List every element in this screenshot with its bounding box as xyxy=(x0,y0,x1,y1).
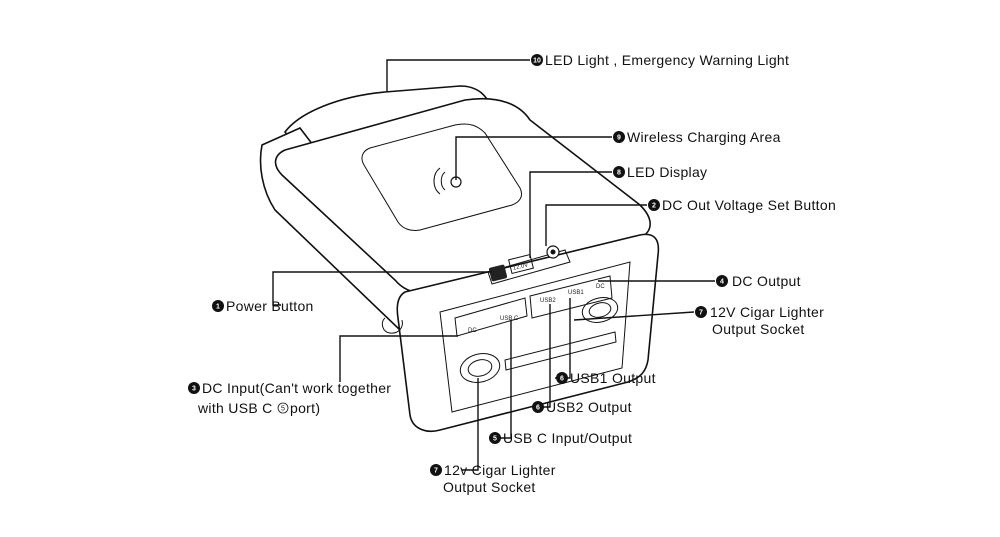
circled-number-icon xyxy=(277,402,289,414)
usb1-port-label: USB1 xyxy=(568,290,584,296)
callout-label: 12v Cigar Lighter xyxy=(444,462,556,478)
callout-number: 6 xyxy=(536,405,540,412)
callout-label: DC Out Voltage Set Button xyxy=(662,197,836,213)
circled-number: 5 xyxy=(281,406,285,413)
callout-label: 12V Cigar Lighter xyxy=(710,304,824,320)
callout-dc-input: 3 DC Input(Can't work together with USB … xyxy=(188,380,391,416)
callout-number: 7 xyxy=(699,310,703,317)
usb2-port-label: USB2 xyxy=(540,298,556,304)
callout-number: 9 xyxy=(617,135,621,142)
callout-power: 1 Power Button xyxy=(212,298,314,314)
cigar-socket-left xyxy=(459,353,501,383)
callout-label: Output Socket xyxy=(712,321,805,337)
callout-dc-output: 4 DC Output xyxy=(716,273,801,289)
callout-label: DC Output xyxy=(732,273,801,289)
usbc-port-label: USB C xyxy=(500,316,519,322)
power-button-drawing xyxy=(488,264,508,282)
callout-number: 2 xyxy=(652,203,656,210)
callout-number: 3 xyxy=(192,386,196,393)
callout-usb2: 6 USB2 Output xyxy=(532,399,632,415)
callout-number: 4 xyxy=(720,279,724,286)
callout-label: Power Button xyxy=(226,298,314,314)
callout-number: 10 xyxy=(533,58,541,65)
callout-dc-set: 2 DC Out Voltage Set Button xyxy=(648,197,836,213)
callout-usb1: 6 USB1 Output xyxy=(556,370,656,386)
callout-label: USB1 Output xyxy=(570,370,656,386)
callout-cigar-left: 7 12v Cigar Lighter Output Socket xyxy=(430,462,556,495)
callout-number: 8 xyxy=(617,170,621,177)
callout-label: LED Light , Emergency Warning Light xyxy=(545,52,789,68)
callout-led-light: 10 LED Light , Emergency Warning Light xyxy=(531,52,789,68)
wireless-pad xyxy=(361,123,523,231)
callout-label: USB C Input/Output xyxy=(503,430,632,446)
callout-label: USB2 Output xyxy=(546,399,632,415)
dc-out-port-label: DC xyxy=(596,284,605,290)
cigar-socket-right xyxy=(581,297,619,323)
callout-number: 7 xyxy=(434,468,438,475)
callout-number: 6 xyxy=(560,376,564,383)
callout-label: Wireless Charging Area xyxy=(627,129,781,145)
dc-set-button-drawing xyxy=(546,245,560,259)
callout-usbc: 5 USB C Input/Output xyxy=(489,430,632,446)
callout-led-display: 8 LED Display xyxy=(613,164,707,180)
led-display-screen: 12.0V xyxy=(508,253,534,275)
wireless-charging-icon xyxy=(433,167,462,195)
callout-label: port) xyxy=(290,400,320,416)
callout-label: Output Socket xyxy=(443,479,536,495)
callout-label: LED Display xyxy=(627,164,707,180)
dc-in-port-label: DC xyxy=(468,328,477,334)
callout-cigar-right: 7 12V Cigar Lighter Output Socket xyxy=(695,304,824,337)
display-value: 12.0V xyxy=(512,262,529,272)
callout-number: 5 xyxy=(493,436,497,443)
callout-label: with USB C xyxy=(197,400,273,416)
callout-wireless: 9 Wireless Charging Area xyxy=(613,129,781,145)
callout-number: 1 xyxy=(216,304,220,311)
callout-label: DC Input(Can't work together xyxy=(202,380,391,396)
power-station-drawing: 12.0V DC USB C USB2 USB1 DC xyxy=(259,85,660,432)
